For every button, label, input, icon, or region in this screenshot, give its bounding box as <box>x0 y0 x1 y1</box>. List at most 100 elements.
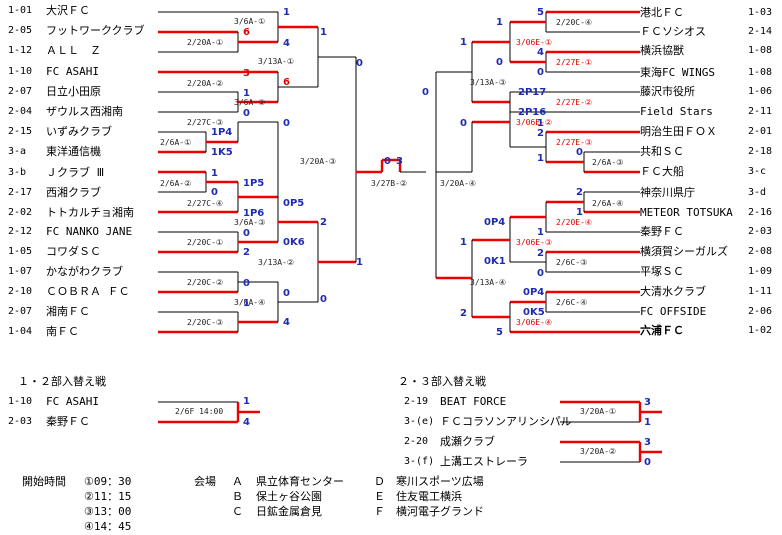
team-code: 2-20 <box>404 436 429 447</box>
team-code: 1-11 <box>748 286 773 297</box>
team-name: コワダＳＣ <box>46 245 101 258</box>
venue-letter: Ｆ <box>374 505 385 518</box>
score: 2P17 <box>518 87 547 98</box>
match-label: 3/13A-① <box>258 57 295 66</box>
team-code: 3-d <box>748 187 767 198</box>
score: 1P6 <box>243 208 265 219</box>
score: 2 <box>537 128 544 139</box>
score: 0 <box>320 294 327 305</box>
time-item: ②11：15 <box>84 490 132 503</box>
score: 1 <box>537 153 544 164</box>
team-code: 2-14 <box>748 26 773 37</box>
match-label: 3/6A-③ <box>234 218 266 227</box>
team-code: 1-01 <box>8 5 33 16</box>
team-name: METEOR TOTSUKA <box>640 206 733 219</box>
match-label: 3/20A-③ <box>300 157 337 166</box>
score: 2 <box>576 187 583 198</box>
team-name: 大清水クラブ <box>640 285 706 298</box>
match-label: 2/6F 14:00 <box>175 407 224 416</box>
score: 0 <box>576 147 583 158</box>
score: 2 <box>460 308 467 319</box>
team-code: 1-10 <box>8 396 33 407</box>
score: 0 <box>243 278 250 289</box>
team-name: ＦＣコラソンアリンシパル <box>440 415 572 428</box>
team-code: 2-03 <box>748 226 773 237</box>
team-name: Field Stars <box>640 105 713 118</box>
team-name: 東洋通信機 <box>46 145 101 158</box>
score: 1 <box>320 27 327 38</box>
team-code: 2-10 <box>8 286 33 297</box>
team-name: BEAT FORCE <box>440 395 507 408</box>
score: 0P4 <box>523 287 545 298</box>
team-code: 1-02 <box>748 325 773 336</box>
team-name: 西湘クラブ <box>46 186 101 199</box>
score: 0P5 <box>283 198 305 209</box>
score: 6 <box>243 27 250 38</box>
team-code: 1-10 <box>8 66 33 77</box>
venue-name: 寒川スポーツ広場 <box>396 475 484 488</box>
team-name: トトカルチョ湘南 <box>46 206 134 219</box>
score: 0 <box>356 58 363 69</box>
score: 2 <box>243 247 250 258</box>
match-label: 2/20C-④ <box>556 18 593 27</box>
score: 0K5 <box>523 307 545 318</box>
match-label: 3/6A-④ <box>234 298 266 307</box>
venue-name: 住友電工横浜 <box>396 490 462 503</box>
team-name: 上溝エストレーラ <box>440 455 528 468</box>
team-code: 1-04 <box>8 326 33 337</box>
score: 0 <box>537 67 544 78</box>
score: 1 <box>460 237 467 248</box>
match-label: 2/20C-① <box>187 238 224 247</box>
match-label: 2/6C-④ <box>556 298 588 307</box>
score: 0 <box>496 57 503 68</box>
score: 0 <box>243 108 250 119</box>
team-name: かながわクラブ <box>46 265 123 278</box>
venue-letter: Ｂ <box>232 490 243 503</box>
match-label: 3/20A-① <box>580 407 617 416</box>
score: 0K1 <box>484 256 506 267</box>
team-code: 3-a <box>8 146 27 157</box>
match-label: 2/27C-④ <box>187 199 224 208</box>
team-code: 1-12 <box>8 45 33 56</box>
match-label: 3/06E-④ <box>516 318 553 327</box>
team-name: 成瀬クラブ <box>440 435 495 448</box>
team-name: 南ＦＣ <box>46 325 79 338</box>
score: 4 <box>283 38 290 49</box>
score: 3 <box>396 156 403 167</box>
venue-letter: Ｄ <box>374 475 385 488</box>
venue-letter: Ｅ <box>374 490 385 503</box>
team-code: 1-08 <box>748 67 773 78</box>
match-label: 3/27B-② <box>371 179 408 188</box>
score: 1 <box>576 207 583 218</box>
score: 2 <box>537 248 544 259</box>
team-name: ＦＣソシオス <box>640 25 706 38</box>
score: 0P4 <box>484 217 506 228</box>
team-name: FC ASAHI <box>46 395 99 408</box>
team-name: FC OFFSIDE <box>640 305 707 318</box>
team-name: 六浦ＦＣ <box>640 324 684 337</box>
team-code: 3-b <box>8 167 27 178</box>
match-label: 3/13A-③ <box>470 78 507 87</box>
score: 2 <box>320 217 327 228</box>
team-code: 2-07 <box>8 86 33 97</box>
match-label: 2/6A-③ <box>592 158 624 167</box>
venue-name: 横河電子グランド <box>396 505 484 518</box>
score: 1 <box>644 417 651 428</box>
score: 4 <box>243 417 250 428</box>
score: 1 <box>460 37 467 48</box>
match-label: 2/27E-① <box>556 58 593 67</box>
team-name: 大沢ＦＣ <box>46 4 90 17</box>
team-name: ＣＯＢＲＡ ＦＣ <box>46 285 130 298</box>
score: 1 <box>243 298 250 309</box>
match-label: 3/6A-② <box>234 98 266 107</box>
score: 1 <box>537 118 544 129</box>
score: 1K5 <box>211 147 233 158</box>
team-code: 2-16 <box>748 207 773 218</box>
match-label: 3/20A-④ <box>440 179 477 188</box>
time-item: ③13：00 <box>84 505 132 518</box>
score: 0K6 <box>283 237 305 248</box>
match-label: 2/6C-③ <box>556 258 588 267</box>
team-code: 3-(e) <box>404 416 435 427</box>
score: 0 <box>422 87 429 98</box>
